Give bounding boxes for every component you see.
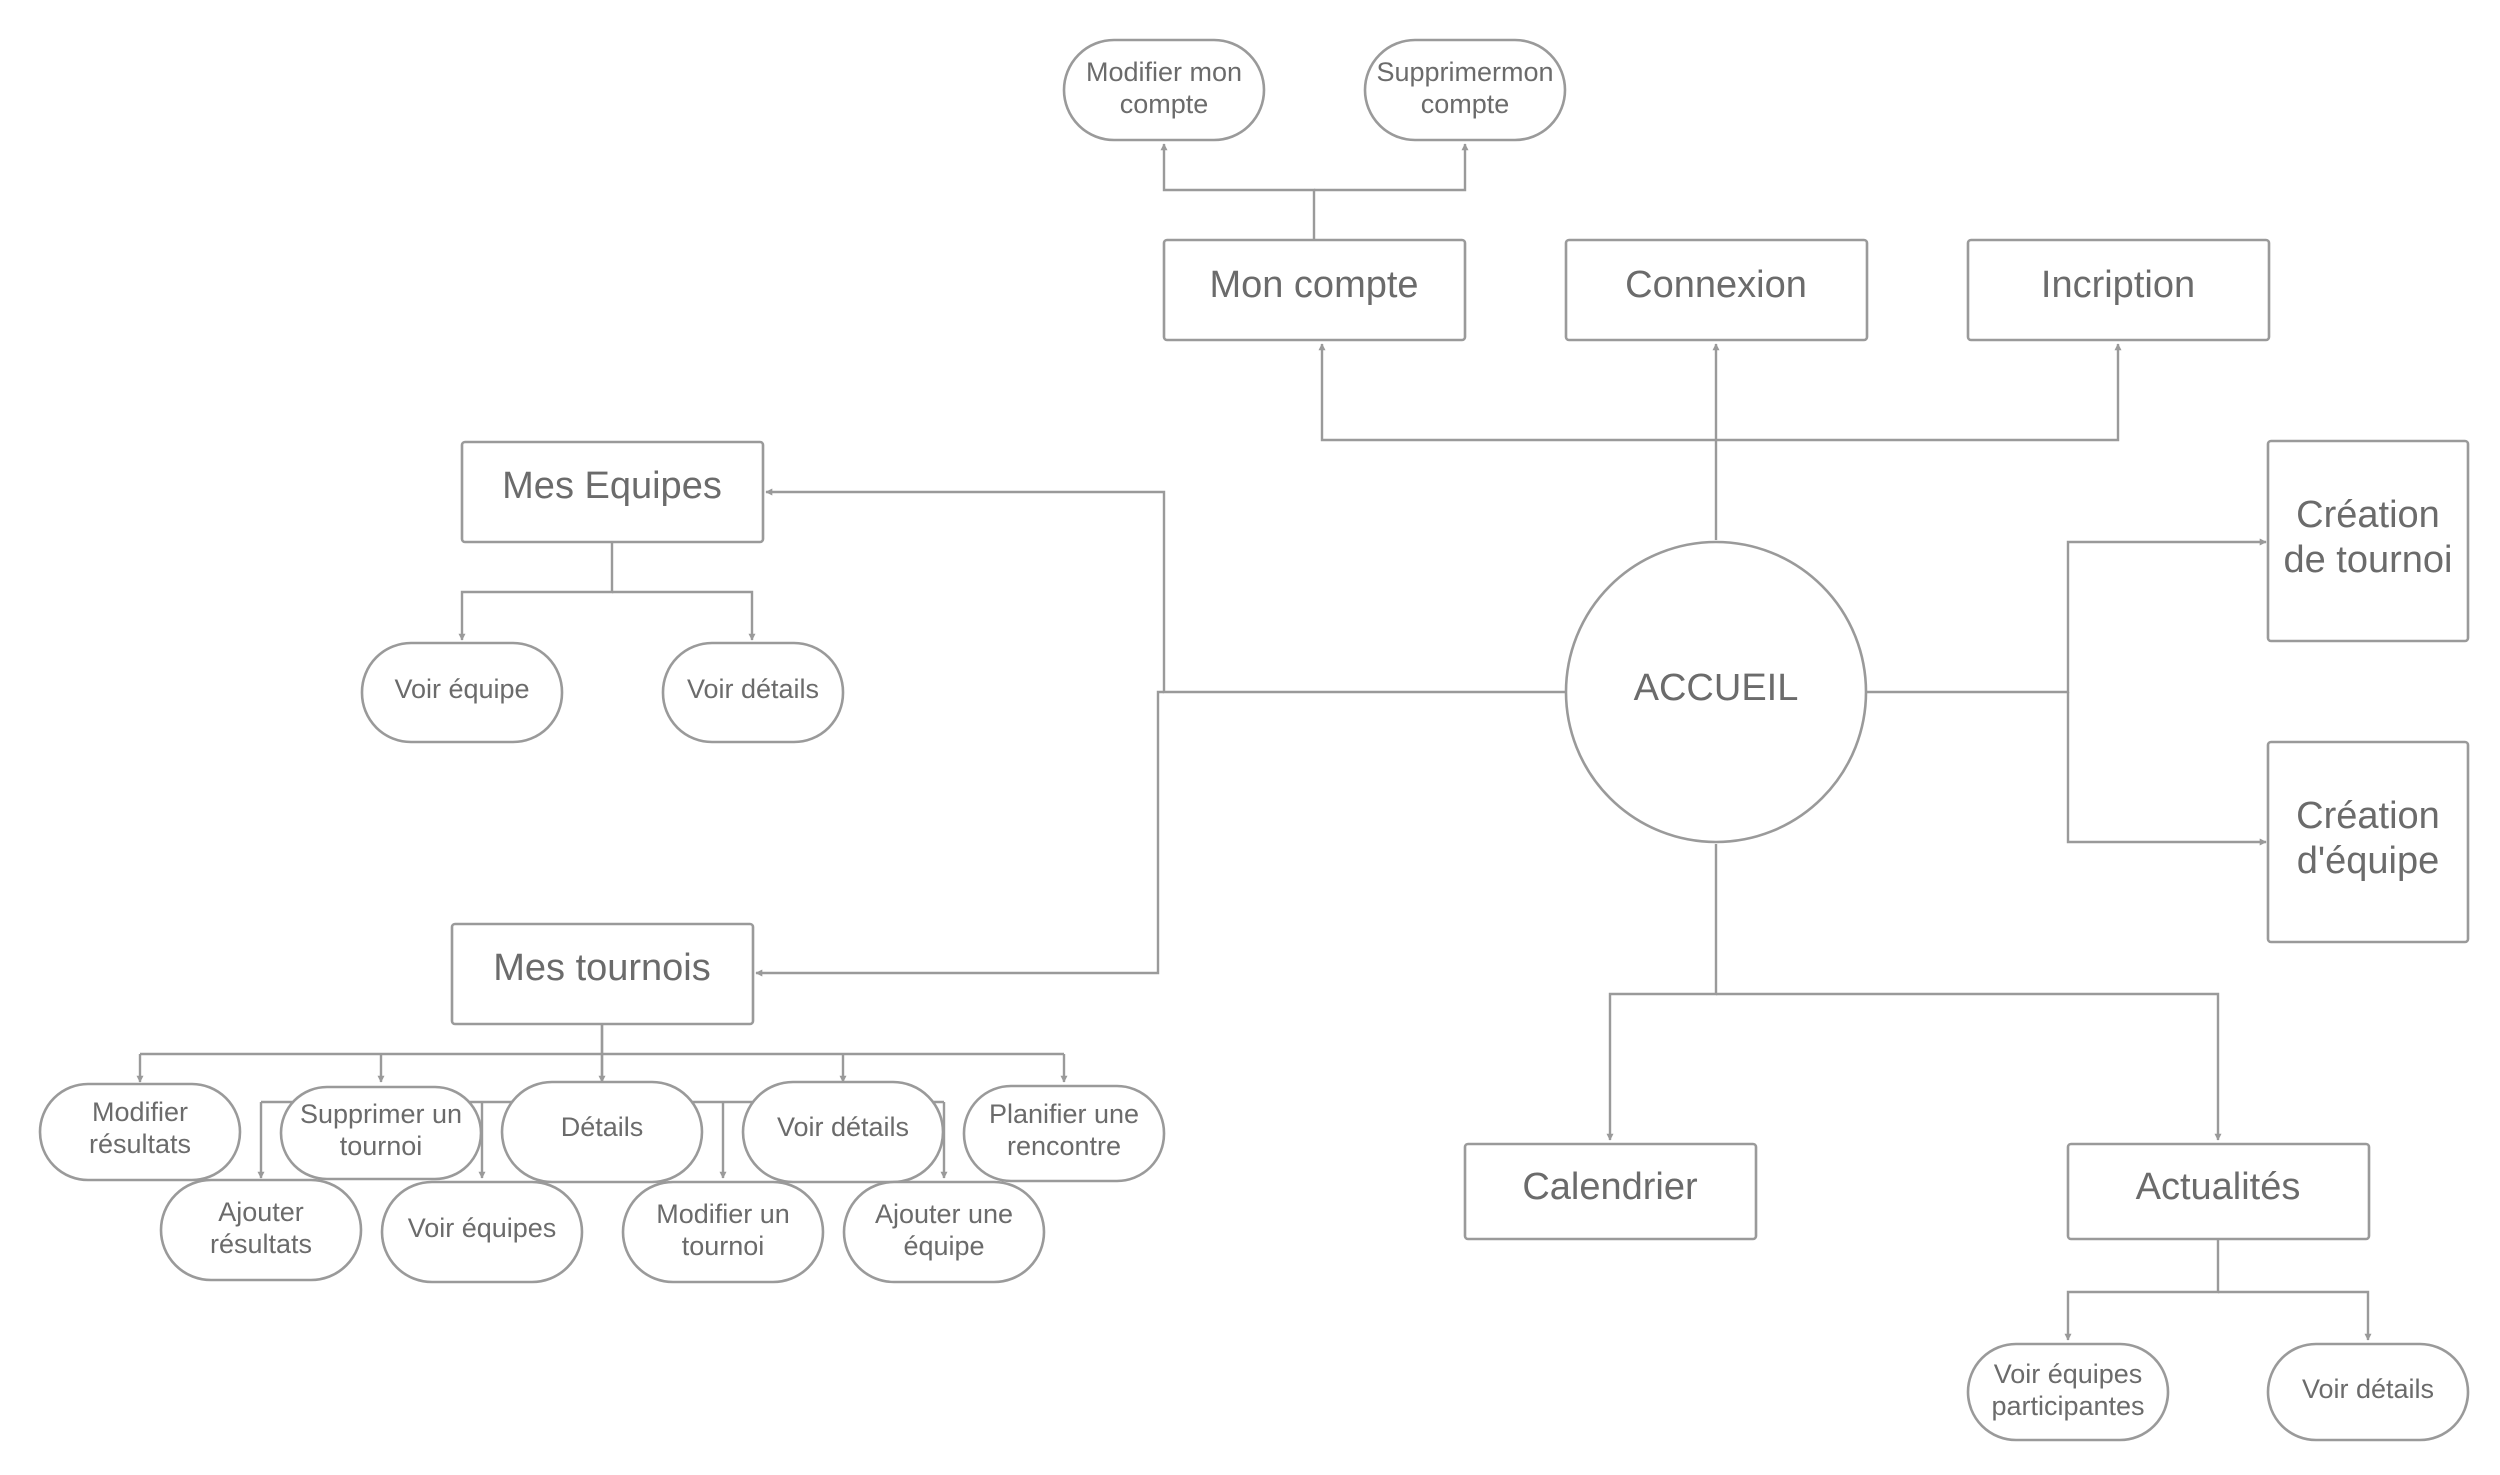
ajouter-equipe-node[interactable]: Ajouter une équipe	[842, 1180, 1046, 1284]
mon-compte-node[interactable]: Mon compte	[1162, 238, 1467, 342]
connector-mon-compte-to-supprimer	[1314, 143, 1469, 192]
planifier-rencontre-label-line1: Planifier une	[989, 1099, 1139, 1129]
connector-hub-to-mes-equipes	[765, 488, 1566, 694]
connector-hub-to-creation-tournoi	[1866, 538, 2267, 694]
ajouter-resultats-label-line1: Ajouter	[218, 1197, 304, 1227]
voir-equipes-node[interactable]: Voir équipes	[380, 1180, 584, 1284]
voir-equipes-participantes-label-line1: Voir équipes	[1994, 1359, 2143, 1389]
connector-hub-to-creation-equipe	[2066, 692, 2267, 846]
details-label: Détails	[561, 1112, 644, 1142]
ajouter-equipe-label-line1: Ajouter une	[875, 1199, 1013, 1229]
mes-equipes-node[interactable]: Mes Equipes	[460, 440, 765, 544]
inscription-node[interactable]: Incription	[1966, 238, 2271, 342]
connector-hub-to-calendrier	[1606, 844, 1718, 1141]
connector-equipes-to-voir-equipe	[458, 542, 614, 641]
supprimer-compte-label-line1: Supprimermon	[1376, 57, 1553, 87]
modifier-compte-label-line2: compte	[1120, 89, 1209, 119]
hub-label: ACCUEIL	[1634, 667, 1799, 709]
connector-equipes-to-voir-details	[612, 590, 756, 641]
connector-mon-compte-to-modifier	[1160, 143, 1316, 240]
voir-equipe-label: Voir équipe	[394, 674, 529, 704]
creation-equipe-node[interactable]: Création d'équipe	[2266, 740, 2470, 944]
hub-node[interactable]: ACCUEIL	[1564, 540, 1868, 844]
modifier-resultats-node[interactable]: Modifier résultats	[38, 1082, 242, 1182]
details-node[interactable]: Détails	[500, 1080, 704, 1184]
actualites-voir-details-label: Voir détails	[2302, 1374, 2434, 1404]
ajouter-equipe-label-line2: équipe	[903, 1231, 984, 1261]
mes-equipes-label: Mes Equipes	[502, 465, 722, 507]
modifier-compte-node[interactable]: Modifier mon compte	[1062, 38, 1266, 142]
connector-hub-to-actualites	[1716, 992, 2222, 1141]
supprimer-tournoi-label-line2: tournoi	[340, 1131, 423, 1161]
supprimer-compte-node[interactable]: Supprimermon compte	[1363, 38, 1567, 142]
supprimer-tournoi-label-line1: Supprimer un	[300, 1099, 462, 1129]
tournois-voir-details-node[interactable]: Voir détails	[741, 1080, 945, 1184]
mes-tournois-label: Mes tournois	[493, 947, 711, 989]
connector-hub-to-mon-compte	[1318, 343, 1716, 442]
ajouter-resultats-label-line2: résultats	[210, 1229, 312, 1259]
calendrier-label: Calendrier	[1522, 1166, 1698, 1208]
voir-equipes-participantes-label-line2: participantes	[1991, 1391, 2144, 1421]
modifier-compte-label-line1: Modifier mon	[1086, 57, 1242, 87]
connector-actualites-to-voir-details	[2218, 1290, 2372, 1341]
creation-tournoi-label-line2: de tournoi	[2283, 539, 2452, 581]
modifier-resultats-label-line2: résultats	[89, 1129, 191, 1159]
planifier-rencontre-label-line2: rencontre	[1007, 1131, 1121, 1161]
equipes-voir-details-label: Voir détails	[687, 674, 819, 704]
creation-equipe-label-line2: d'équipe	[2297, 840, 2440, 882]
actualites-voir-details-node[interactable]: Voir détails	[2266, 1342, 2470, 1442]
mon-compte-label: Mon compte	[1209, 264, 1418, 306]
creation-tournoi-label-line1: Création	[2296, 494, 2440, 536]
planifier-rencontre-node[interactable]: Planifier une rencontre	[962, 1084, 1166, 1183]
calendrier-node[interactable]: Calendrier	[1463, 1142, 1758, 1241]
connector-hub-to-inscription	[1716, 343, 2122, 442]
supprimer-tournoi-node[interactable]: Supprimer un tournoi	[279, 1085, 483, 1181]
actualites-label: Actualités	[2136, 1166, 2301, 1208]
inscription-label: Incription	[2041, 264, 2195, 306]
ajouter-resultats-node[interactable]: Ajouter résultats	[159, 1178, 363, 1282]
voir-equipes-label: Voir équipes	[408, 1213, 557, 1243]
modifier-tournoi-node[interactable]: Modifier un tournoi	[621, 1180, 825, 1284]
modifier-resultats-label-line1: Modifier	[92, 1097, 188, 1127]
voir-equipes-participantes-node[interactable]: Voir équipes participantes	[1966, 1342, 2170, 1442]
creation-tournoi-node[interactable]: Création de tournoi	[2266, 439, 2470, 643]
connexion-node[interactable]: Connexion	[1564, 238, 1869, 342]
mes-tournois-node[interactable]: Mes tournois	[450, 922, 755, 1026]
connector-hub-to-mes-tournois	[755, 690, 1164, 977]
supprimer-compte-label-line2: compte	[1421, 89, 1510, 119]
modifier-tournoi-label-line2: tournoi	[682, 1231, 765, 1261]
modifier-tournoi-label-line1: Modifier un	[656, 1199, 790, 1229]
connexion-label: Connexion	[1625, 264, 1807, 306]
connector-actualites-to-voir-equipes	[2064, 1240, 2220, 1341]
tournois-voir-details-label: Voir détails	[777, 1112, 909, 1142]
creation-equipe-label-line1: Création	[2296, 795, 2440, 837]
voir-equipe-node[interactable]: Voir équipe	[360, 641, 564, 744]
actualites-node[interactable]: Actualités	[2066, 1142, 2371, 1241]
equipes-voir-details-node[interactable]: Voir détails	[661, 641, 845, 744]
